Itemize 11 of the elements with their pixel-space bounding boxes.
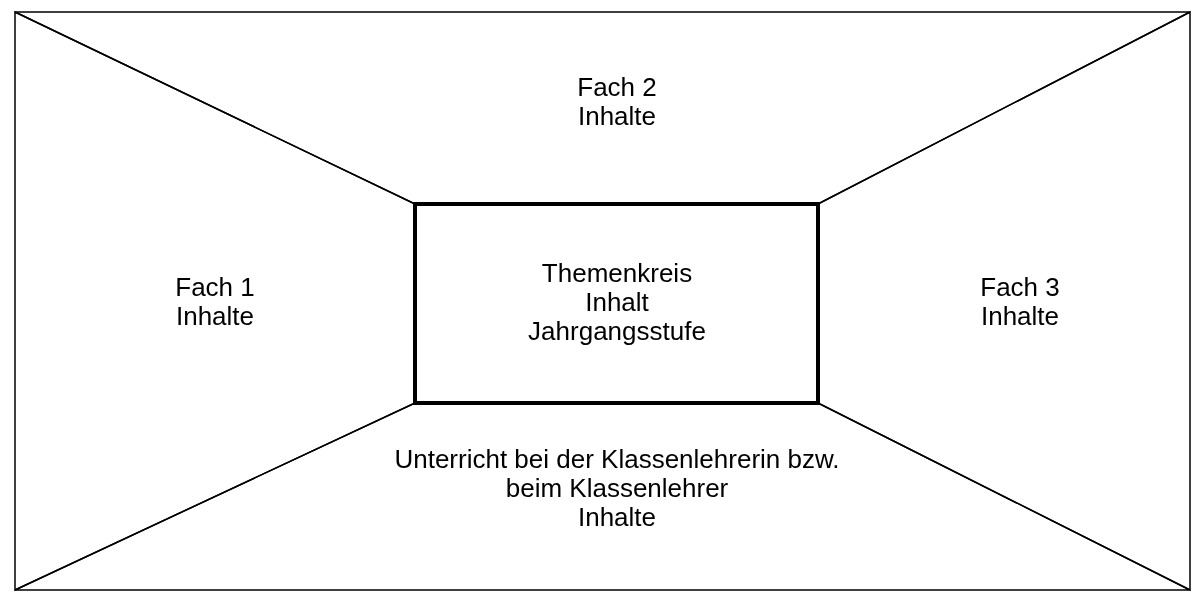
region-label: Fach 3 [980,273,1060,302]
region-label: Fach 1 [175,273,255,302]
region-label: Inhalte [576,502,658,532]
region-label: Jahrgangsstufe [528,316,706,346]
region-label: Inhalte [175,302,255,331]
region-label: Inhalte [577,102,657,131]
region-label: Themenkreis [540,258,694,288]
region-label: Inhalte [980,302,1060,331]
region-label: Inhalt [584,287,650,317]
region-label: Unterricht bei der Klassenlehrerin bzw. beim Klassenlehrer [393,444,841,503]
region-label: Fach 2 [577,73,657,102]
